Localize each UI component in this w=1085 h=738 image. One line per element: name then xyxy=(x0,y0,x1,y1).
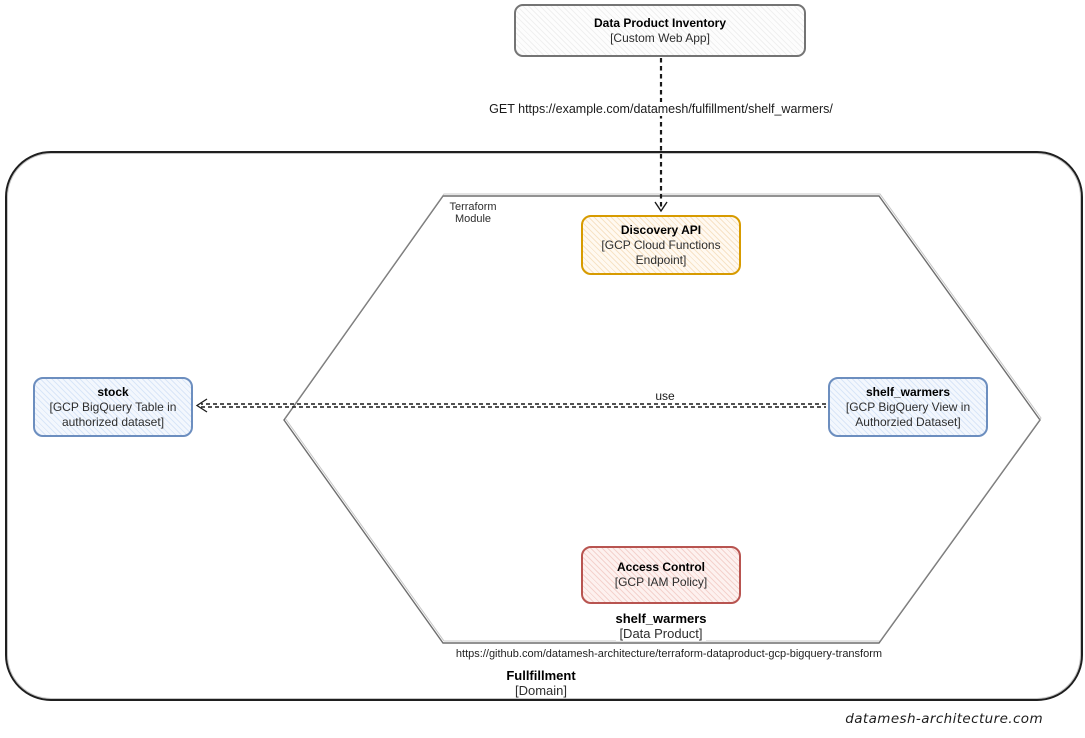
use-arrowhead xyxy=(195,398,208,413)
watermark-text: datamesh-architecture.com xyxy=(845,711,1043,727)
get-request-label: GET https://example.com/datamesh/fulfill… xyxy=(341,102,981,116)
use-edge-label: use xyxy=(653,389,677,403)
domain-boundary xyxy=(5,151,1083,701)
node-title: shelf_warmers xyxy=(865,385,951,399)
terraform-module-hexagon xyxy=(283,195,1041,644)
node-title: Access Control xyxy=(616,560,706,575)
node-title: Discovery API xyxy=(620,223,702,237)
domain-caption: Fullfillment [Domain] xyxy=(506,668,576,699)
node-subtitle: [GCP IAM Policy] xyxy=(614,575,708,589)
node-subtitle: [Custom Web App] xyxy=(610,30,710,45)
node-title: Data Product Inventory xyxy=(593,15,727,30)
node-stock: stock [GCP BigQuery Table in authorized … xyxy=(33,377,193,438)
terraform-module-label: Terraform Module xyxy=(449,201,497,225)
node-subtitle: [GCP BigQuery View in Authorzied Dataset… xyxy=(845,399,971,429)
node-subtitle: [GCP BigQuery Table in authorized datase… xyxy=(49,399,177,429)
repo-url-label: https://github.com/datamesh-architecture… xyxy=(455,648,883,660)
get-request-arrowhead xyxy=(654,201,668,213)
node-discovery-api: Discovery API [GCP Cloud Functions Endpo… xyxy=(581,215,741,276)
node-shelf-warmers-view: shelf_warmers [GCP BigQuery View in Auth… xyxy=(828,377,988,438)
node-title: stock xyxy=(97,385,129,399)
node-access-control: Access Control [GCP IAM Policy] xyxy=(581,546,741,604)
data-product-caption: shelf_warmers [Data Product] xyxy=(615,611,707,642)
terraform-module-hexagon-echo xyxy=(284,193,1042,642)
node-subtitle: [GCP Cloud Functions Endpoint] xyxy=(601,237,721,267)
node-data-product-inventory: Data Product Inventory [Custom Web App] xyxy=(514,4,806,57)
